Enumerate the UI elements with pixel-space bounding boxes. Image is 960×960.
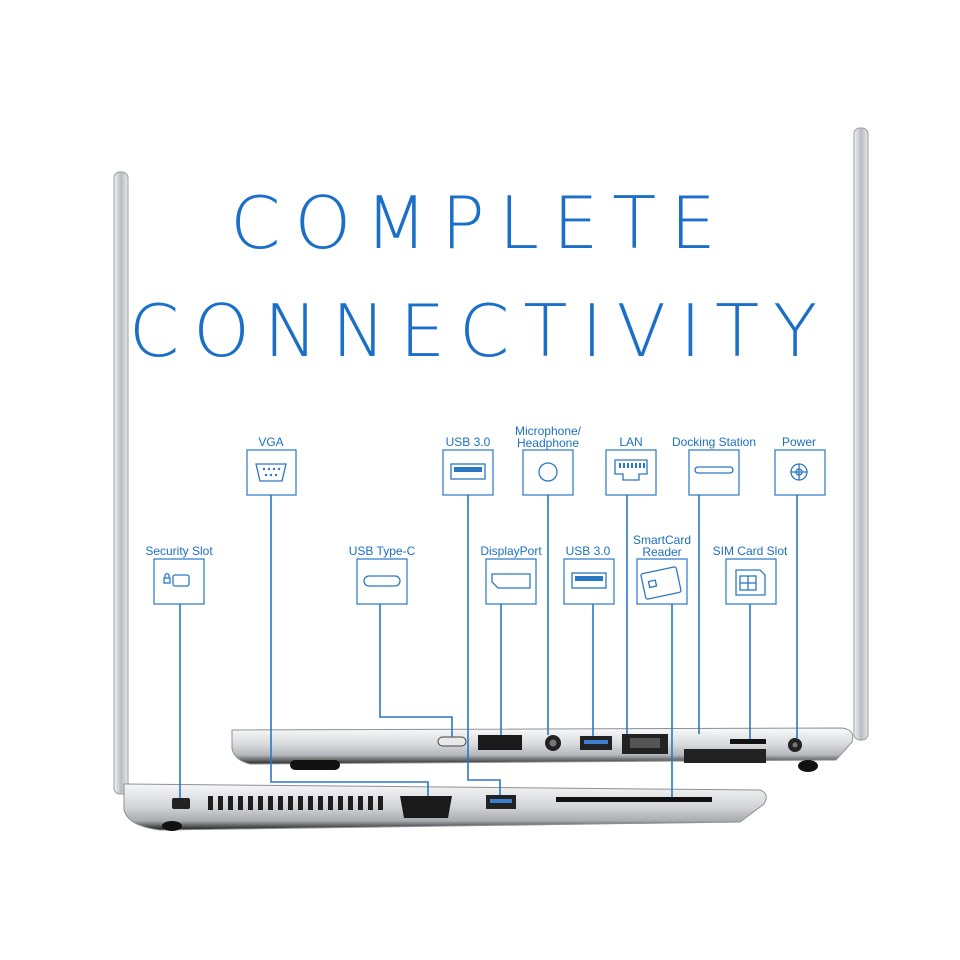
power-label: Power [782, 435, 816, 449]
callout-usbc: USB Type-C [349, 544, 416, 605]
front-laptop-lid [113, 171, 129, 795]
callout-power: Power [774, 435, 826, 496]
usbc-icon [363, 575, 401, 587]
power-jack-icon [790, 463, 808, 481]
dock-connector-icon [694, 466, 734, 474]
displayport-label: DisplayPort [480, 544, 542, 558]
sim-card-icon [735, 569, 766, 596]
callout-mic-headphone: Microphone/ Headphone [515, 424, 582, 496]
usb-icon [450, 463, 486, 480]
smartcard-label-line2: Reader [642, 545, 681, 559]
lock-icon [163, 572, 190, 587]
ethernet-icon [614, 459, 648, 481]
audio-jack-icon [538, 462, 558, 482]
callout-sim: SIM Card Slot [713, 544, 788, 605]
smartcard-label-line1: SmartCard [633, 533, 691, 547]
usb30-mid-label: USB 3.0 [566, 544, 611, 558]
vga-icon [255, 463, 287, 482]
callout-lan: LAN [605, 435, 657, 496]
sim-slot [730, 739, 766, 744]
back-laptop-lid [853, 127, 869, 741]
usb30-top-label: USB 3.0 [446, 435, 491, 449]
callout-smartcard: SmartCard Reader [633, 533, 691, 605]
security-label: Security Slot [145, 544, 213, 558]
leader-lines [179, 495, 798, 798]
vent-grille [208, 796, 383, 810]
mic-label-line1: Microphone/ [515, 424, 582, 438]
sim-label: SIM Card Slot [713, 544, 788, 558]
displayport-icon [491, 573, 531, 589]
callout-security: Security Slot [145, 544, 213, 605]
usbc-port [437, 736, 467, 747]
smartcard-slot [556, 797, 712, 802]
vga-label: VGA [258, 435, 283, 449]
smartcard-icon [640, 566, 682, 600]
mic-label-line2: Headphone [517, 436, 579, 450]
callout-vga: VGA [246, 435, 297, 496]
displayport-port [478, 735, 522, 750]
callout-displayport: DisplayPort [480, 544, 542, 605]
lan-label: LAN [619, 435, 642, 449]
vga-port [400, 796, 452, 818]
back-laptop-ports [437, 734, 802, 763]
title-line-1: COMPLETE [230, 181, 730, 265]
usb-icon [571, 572, 607, 589]
docking-label: Docking Station [672, 435, 756, 449]
usbc-label: USB Type-C [349, 544, 416, 558]
callout-usb30-mid: USB 3.0 [563, 544, 615, 605]
callout-usb30-top: USB 3.0 [442, 435, 494, 496]
front-laptop-ports [172, 795, 712, 818]
title-line-2: CONNECTIVITY [129, 289, 831, 373]
dock-port [684, 749, 766, 763]
callout-docking: Docking Station [672, 435, 756, 496]
security-lock-slot [172, 798, 190, 809]
